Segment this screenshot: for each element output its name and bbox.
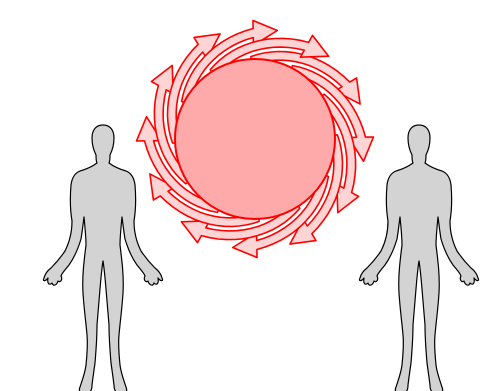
central-core-circle bbox=[175, 59, 335, 219]
human-figure-icon bbox=[359, 125, 478, 391]
left-human-figure bbox=[43, 125, 162, 391]
right-human-figure bbox=[359, 125, 478, 391]
human-figure-icon bbox=[43, 125, 162, 391]
